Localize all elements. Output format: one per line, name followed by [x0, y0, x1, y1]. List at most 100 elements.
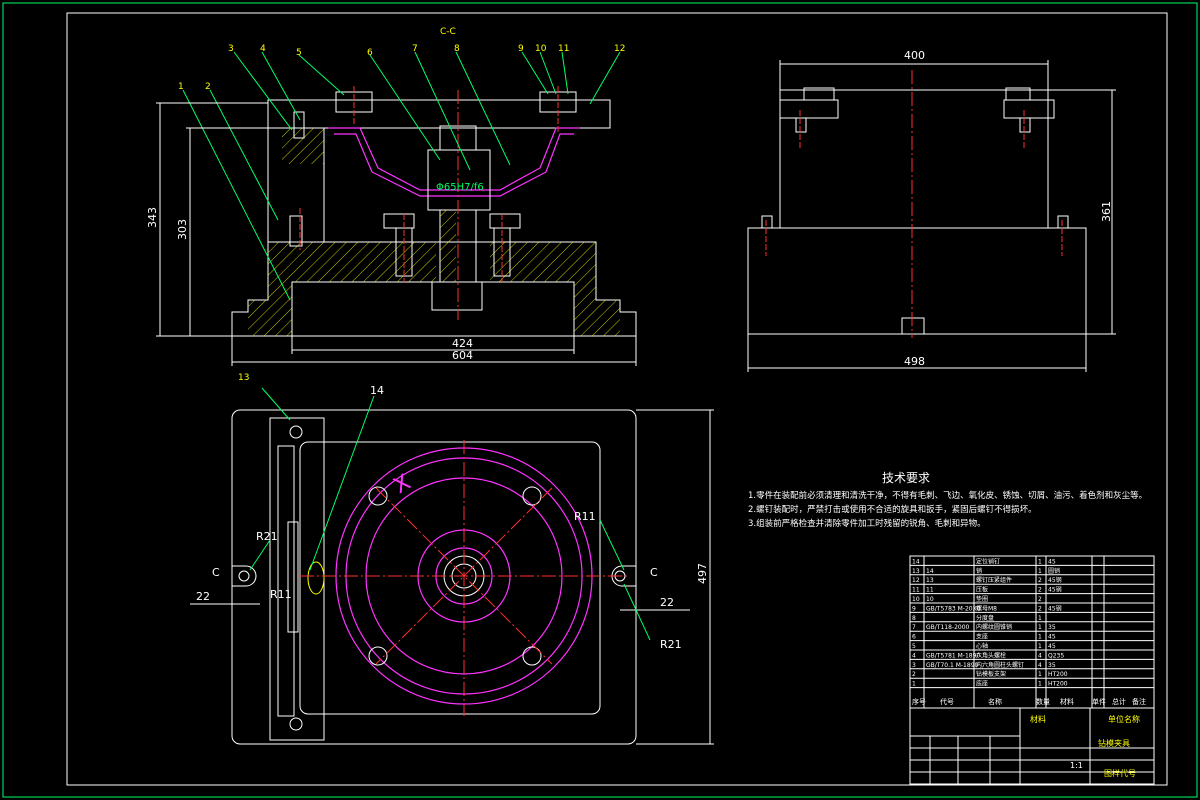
balloon-4: 4: [260, 44, 266, 54]
bom-cell: 1: [1038, 615, 1042, 622]
section-marker: C-C: [440, 27, 456, 37]
tech-requirements: 技术要求 1.零件在装配前必须清理和清洗干净，不得有毛刺、飞边、氧化皮、锈蚀、切…: [748, 471, 1147, 529]
bom-cell: 6: [912, 634, 916, 641]
bom-header-cell: 总计: [1112, 697, 1126, 706]
bom-cell: 1: [1038, 671, 1042, 678]
title-block: 材料 单位名称 钻模夹具 1:1 图样代号: [909, 707, 1155, 785]
bom-header-cell: 单件: [1092, 697, 1106, 706]
balloon-3: 3: [228, 44, 234, 54]
balloon-8: 8: [454, 44, 460, 54]
bom-cell: 1: [1038, 558, 1042, 565]
bom-cell: 4: [1038, 652, 1042, 659]
bom-cell: 10: [926, 596, 934, 603]
balloon-7: 7: [412, 44, 418, 54]
dim-361: 361: [1100, 201, 1113, 222]
title-drawing-code: 图样代号: [1104, 768, 1136, 778]
top-view: X 497 22 22 R21 R11 R11 R21 C C: [190, 387, 714, 745]
bom-header-cell: 备注: [1132, 697, 1146, 706]
bom-cell: 5: [912, 643, 916, 650]
bom-cell: 1: [1038, 624, 1042, 631]
bom-header-cell: 名称: [988, 697, 1002, 706]
bom-cell: 45: [1048, 558, 1056, 565]
r11-right: R11: [574, 510, 596, 523]
tech-item-3: 3.组装前严格检查并清除零件加工时残留的锐角、毛刺和异物。: [748, 518, 986, 529]
dim-343: 343: [146, 207, 159, 228]
bom-header-cell: 代号: [940, 697, 954, 706]
balloon-9: 9: [518, 44, 524, 54]
bom-cell: HT200: [1048, 671, 1068, 678]
title-company-label: 单位名称: [1108, 714, 1140, 724]
bom-cell: 1: [1038, 568, 1042, 575]
bom-cell: 45钢: [1048, 604, 1062, 612]
bom-cell: 14: [926, 568, 934, 575]
balloon-1: 1: [178, 82, 184, 92]
bom-cell: 钻模板支架: [976, 670, 1006, 678]
bom-header-cell: 序号: [912, 697, 926, 706]
title-drawing-name: 钻模夹具: [1098, 738, 1130, 748]
bom-cell: 1: [1038, 681, 1042, 688]
dim-22-left: 22: [196, 590, 210, 603]
inner-border: [66, 12, 1168, 786]
tech-title: 技术要求: [882, 471, 930, 485]
fit-label: Φ65H7/f6: [436, 182, 484, 193]
bom-cell: 9: [912, 605, 916, 612]
bom-cell: 3: [912, 662, 916, 669]
bom-cell: 1: [1038, 643, 1042, 650]
bom-cell: 六角头螺栓: [976, 651, 1006, 659]
bom-cell: 35: [1048, 624, 1056, 631]
bom-cell: 内螺纹圆锥销: [976, 623, 1012, 631]
bom-cell: 11: [926, 587, 934, 594]
bom-cell: 分度盘: [976, 614, 994, 622]
bom-cell: 2: [1038, 577, 1042, 584]
bom-cell: 2: [912, 671, 916, 678]
c-right-marker: C: [650, 566, 658, 579]
bom-header-cell: 材料: [1060, 697, 1074, 706]
dim-400: 400: [904, 49, 925, 62]
bom-cell: 2: [1038, 605, 1042, 612]
bom-cell: 13: [926, 577, 934, 584]
bom-cell: 4: [1038, 662, 1042, 669]
bom-cell: 圆销: [1048, 567, 1060, 575]
bom-cell: 压板: [976, 586, 988, 594]
bom-cell: 垫圈: [976, 595, 988, 603]
r11-left: R11: [270, 588, 292, 601]
r21-left: R21: [256, 530, 278, 543]
balloon-10: 10: [535, 44, 547, 54]
balloon-14: 14: [370, 384, 384, 397]
bom-cell: 45: [1048, 643, 1056, 650]
bom-cell: 45钢: [1048, 576, 1062, 584]
balloon-13: 13: [238, 373, 249, 383]
bom-cell: 内六角圆柱头螺钉: [976, 661, 1024, 669]
bom-cell: 10: [912, 596, 920, 603]
bom-cell: GB/T70.1 M-1890: [926, 662, 979, 669]
bom-cell: 45钢: [1048, 586, 1062, 594]
bom-cell: GB/T5783 M-20X0: [926, 605, 981, 612]
disc-logo: X: [390, 470, 416, 499]
bom-cell: 2: [1038, 596, 1042, 603]
dim-498: 498: [904, 355, 925, 368]
bom-cell: GB/T118-2000: [926, 624, 970, 631]
title-scale: 1:1: [1070, 761, 1083, 770]
bom-cell: 销: [976, 567, 982, 575]
bom-cell: 支座: [976, 633, 988, 641]
bom-cell: 13: [912, 568, 920, 575]
balloon-6: 6: [367, 48, 373, 58]
balloon-labels: 1 2 3 4 5 6 7 8 9 10 11 12 13 14: [178, 44, 625, 397]
bom-cell: 14: [912, 558, 920, 565]
bom-cell: 8: [912, 615, 916, 622]
c-left-marker: C: [212, 566, 220, 579]
dim-22-right: 22: [660, 596, 674, 609]
bom-cell: HT200: [1048, 681, 1068, 688]
tech-item-1: 1.零件在装配前必须清理和清洗干净，不得有毛刺、飞边、氧化皮、锈蚀、切屑、油污、…: [748, 490, 1147, 501]
tech-item-2: 2.螺钉装配时，严禁打击或使用不合适的旋具和扳手，紧固后螺钉不得损坏。: [748, 504, 1037, 515]
dim-303: 303: [176, 219, 189, 240]
dim-497: 497: [696, 563, 709, 584]
bom-cell: 11: [912, 587, 920, 594]
bom-cell: 螺母M8: [976, 604, 997, 612]
bom-cell: 心轴: [976, 642, 988, 650]
side-view: 400 498 361: [747, 49, 1116, 372]
bom-cell: GB/T5781 M-1890: [926, 652, 980, 659]
bom-cell: 底座: [976, 680, 988, 688]
